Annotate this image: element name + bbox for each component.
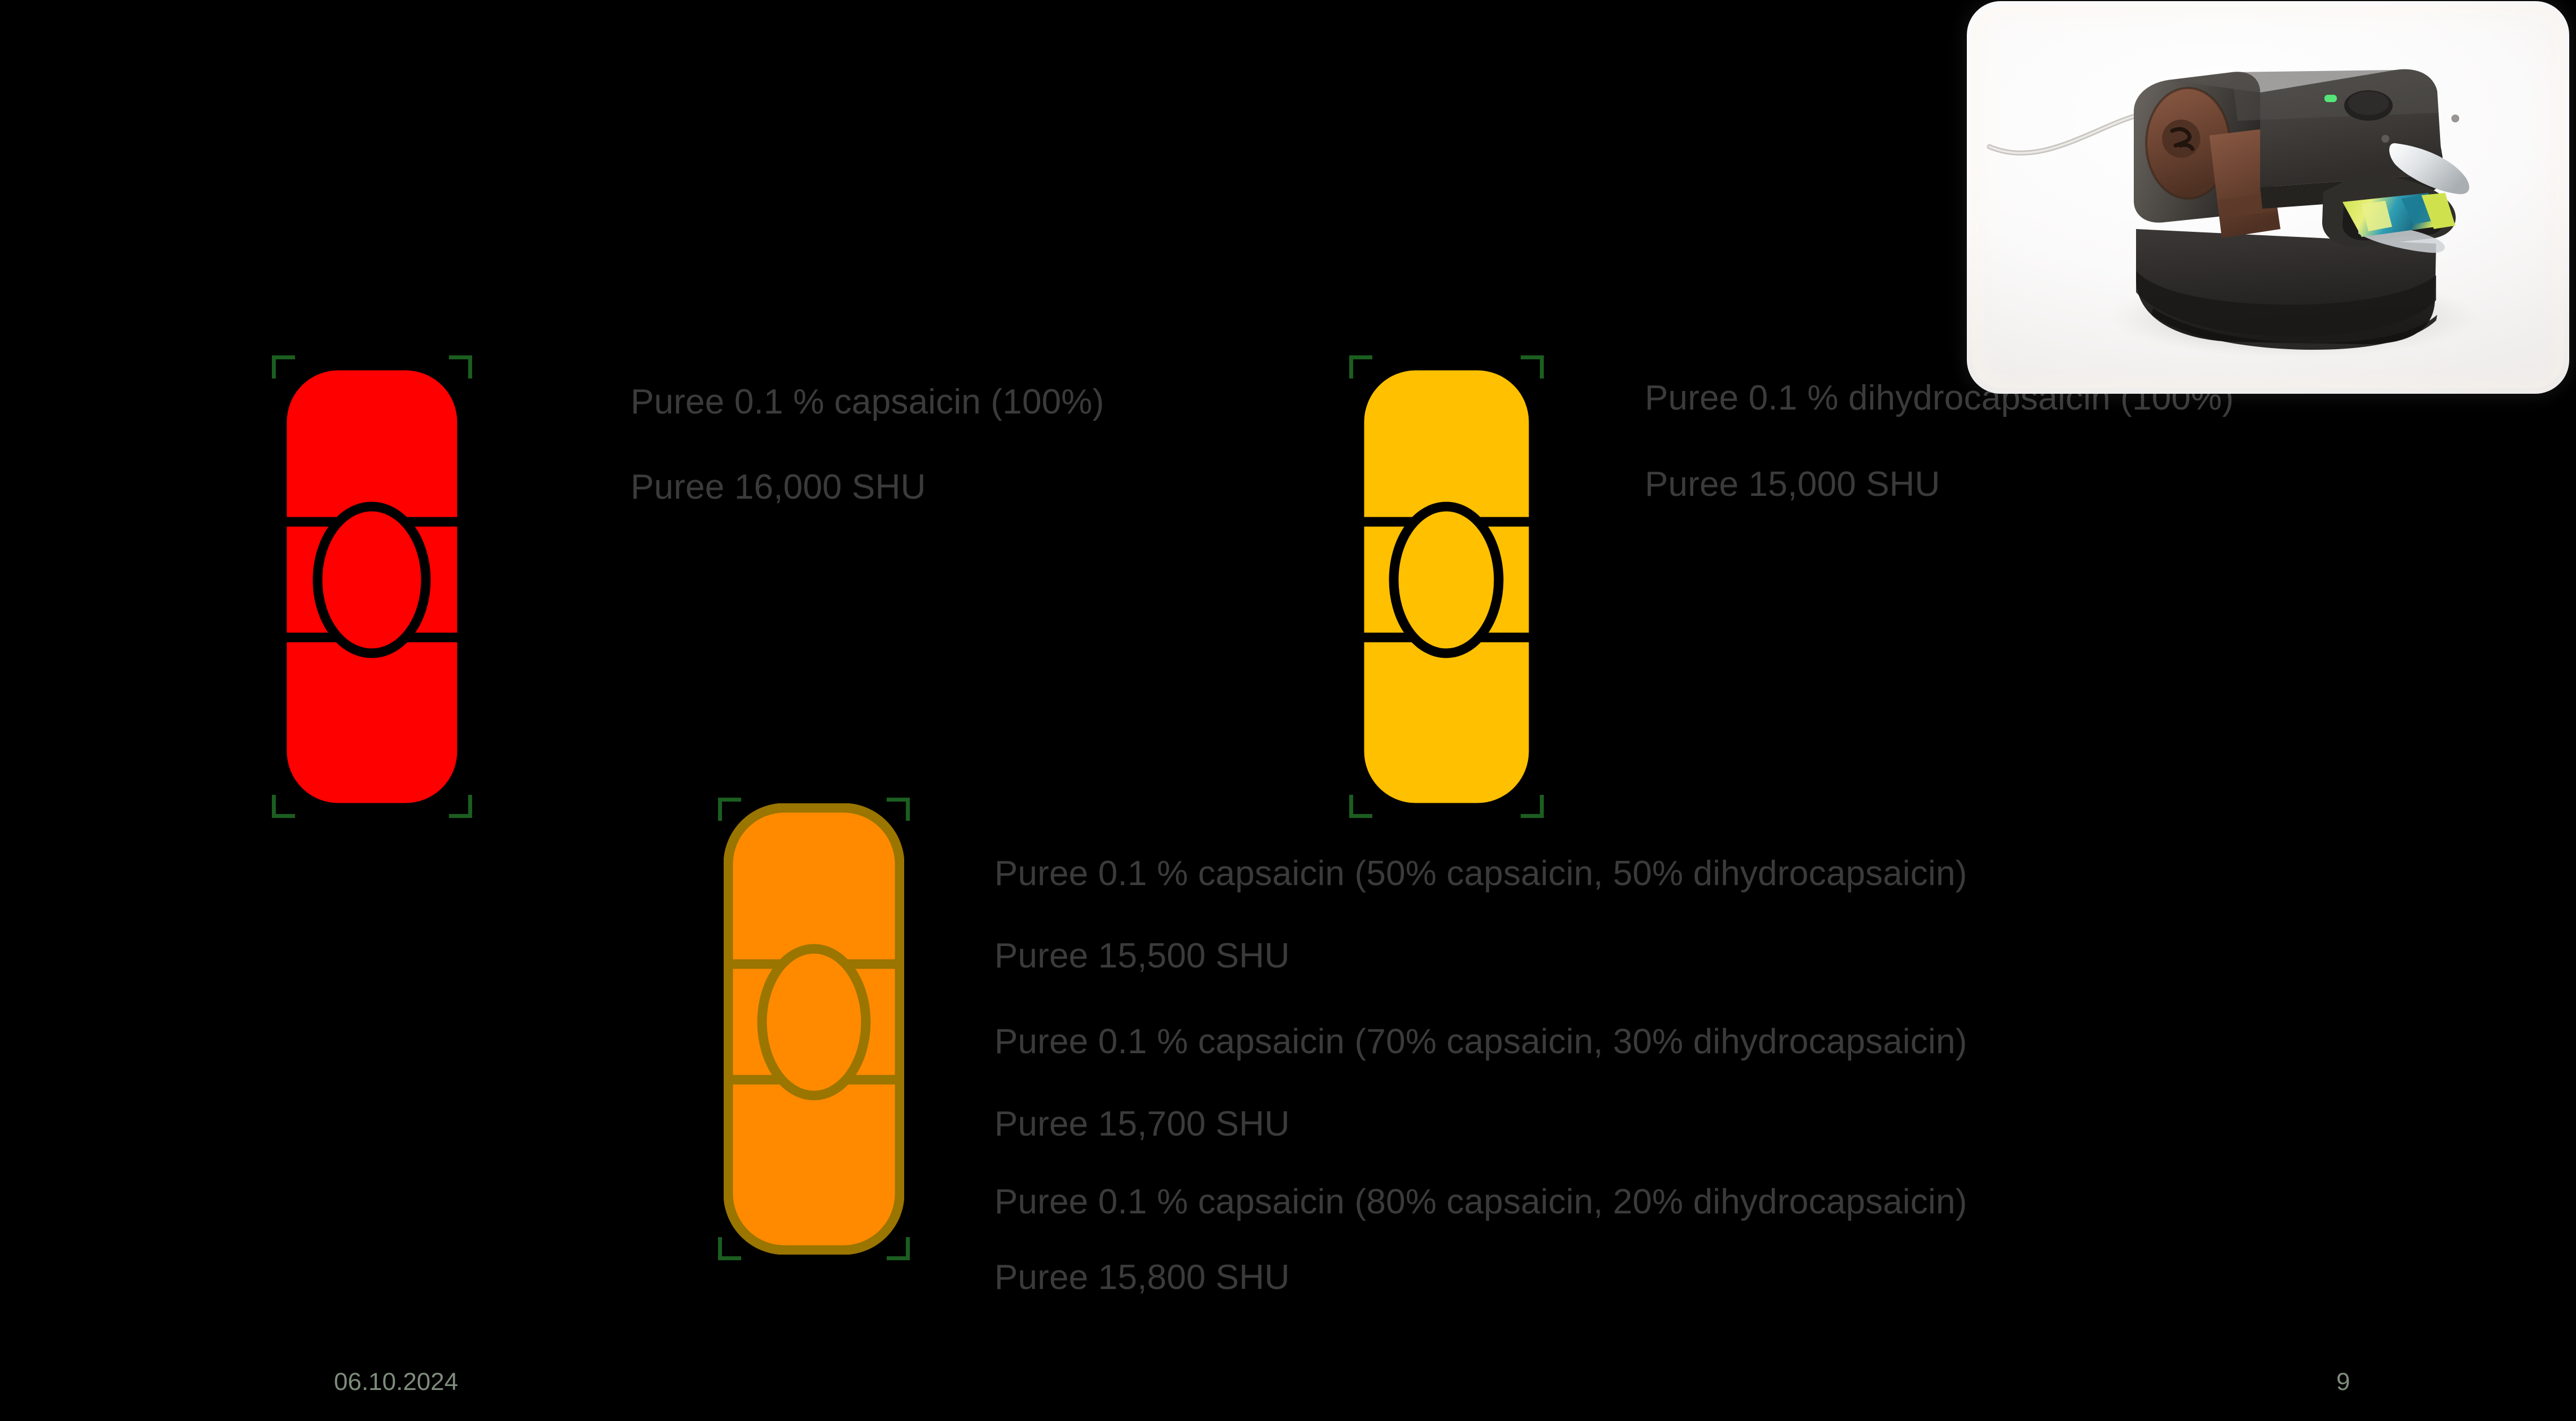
selection-handle-bottom-right[interactable] (1521, 795, 1544, 818)
capsule-red-graphic (278, 361, 466, 812)
selection-handle-top-right[interactable] (887, 798, 910, 821)
capsule-orange-graphic (724, 803, 904, 1255)
label-red-capsaicin-title: Puree 0.1 % capsaicin (100%) (631, 382, 1104, 421)
label-yellow-dihydrocapsaicin-shu: Puree 15,000 SHU (1645, 465, 1940, 504)
label-red-capsaicin-shu: Puree 16,000 SHU (631, 468, 926, 507)
device-photo-panel[interactable] (1967, 1, 2569, 394)
selection-handle-top-right[interactable] (449, 355, 472, 379)
selection-handle-bottom-right[interactable] (887, 1237, 910, 1260)
label-mix-70-30-title: Puree 0.1 % capsaicin (70% capsaicin, 30… (994, 1022, 1967, 1061)
capsule-yellow-graphic (1355, 361, 1538, 812)
selection-handle-bottom-left[interactable] (272, 795, 295, 818)
footer-date: 06.10.2024 (334, 1368, 459, 1396)
selection-handle-top-right[interactable] (1521, 355, 1544, 379)
label-mix-70-30-shu: Puree 15,700 SHU (994, 1105, 1290, 1143)
selection-handle-top-left[interactable] (1349, 355, 1372, 379)
capsule-red[interactable] (272, 355, 472, 818)
fingertip-pulse-oximeter-device-photo (1987, 69, 2480, 358)
footer-page-number: 9 (2336, 1368, 2350, 1396)
selection-handle-bottom-right[interactable] (449, 795, 472, 818)
label-mix-50-50-title: Puree 0.1 % capsaicin (50% capsaicin, 50… (994, 854, 1967, 893)
label-mix-80-20-title: Puree 0.1 % capsaicin (80% capsaicin, 20… (994, 1182, 1967, 1221)
label-mix-50-50-shu: Puree 15,500 SHU (994, 936, 1290, 975)
selection-handle-bottom-left[interactable] (718, 1237, 741, 1260)
selection-handle-top-left[interactable] (272, 355, 295, 379)
capsule-orange[interactable] (718, 798, 910, 1260)
capsule-yellow[interactable] (1349, 355, 1544, 818)
selection-handle-top-left[interactable] (718, 798, 741, 821)
selection-handle-bottom-left[interactable] (1349, 795, 1372, 818)
label-mix-80-20-shu: Puree 15,800 SHU (994, 1258, 1290, 1297)
